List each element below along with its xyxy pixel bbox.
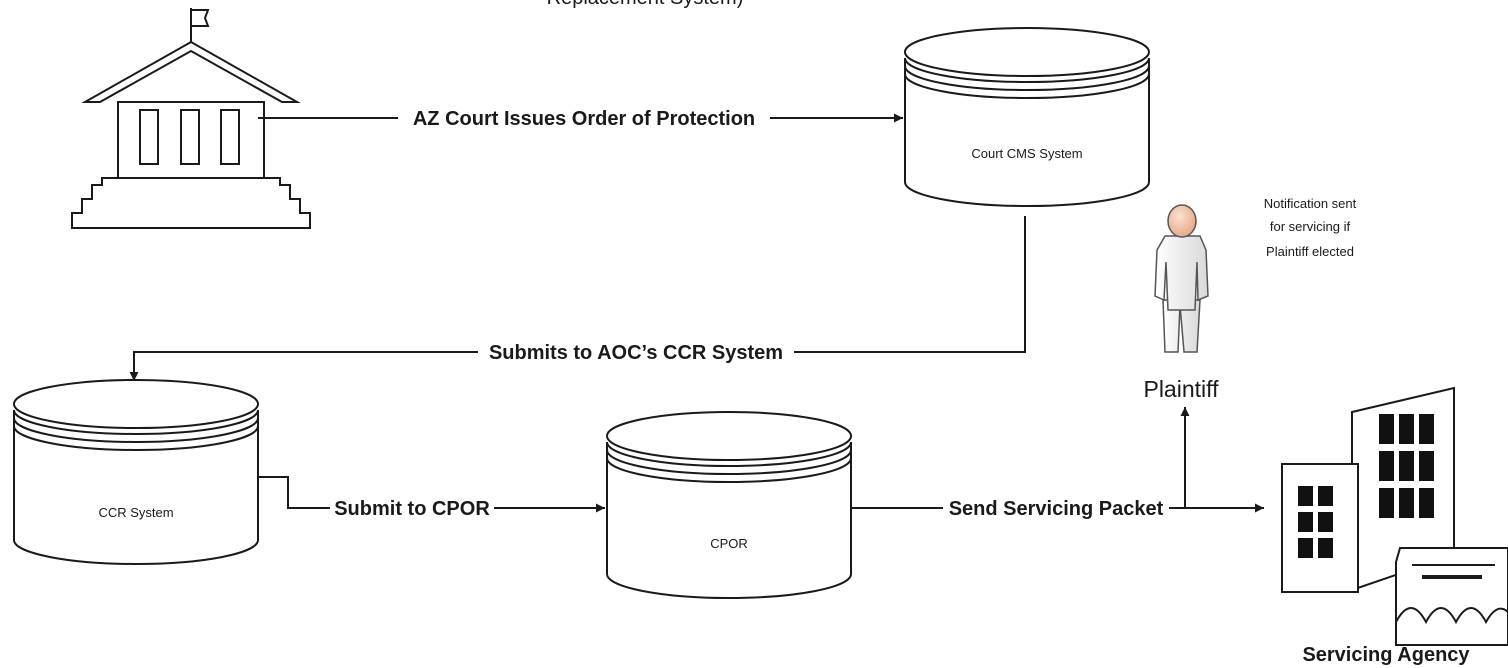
courthouse-icon	[71, 8, 311, 229]
court-cms-database	[904, 27, 1150, 207]
notification-line-1: Notification sent	[1264, 196, 1357, 211]
edge-label-submit-cpor: Submit to CPOR	[334, 498, 490, 520]
ccr-label: CCR System	[98, 505, 173, 520]
cpor-label: CPOR	[710, 536, 748, 551]
notification-note: Notification sent for servicing if Plain…	[1264, 196, 1357, 259]
servicing-agency-label: Servicing Agency	[1302, 644, 1470, 666]
notification-line-2: for servicing if	[1270, 219, 1351, 234]
person-icon	[1154, 204, 1209, 353]
ccr-database	[13, 379, 259, 565]
office-building-icon	[1281, 386, 1508, 646]
notification-line-3: Plaintiff elected	[1266, 244, 1354, 259]
cpor-database	[606, 411, 852, 599]
plaintiff-label: Plaintiff	[1143, 376, 1219, 402]
edge-label-submits-ccr: Submits to AOC’s CCR System	[489, 342, 783, 364]
edge-label-send-packet: Send Servicing Packet	[949, 498, 1164, 520]
diagram-title-fragment: Replacement System)	[547, 0, 744, 9]
edge-label-court-issues: AZ Court Issues Order of Protection	[413, 108, 755, 130]
court-cms-label: Court CMS System	[971, 146, 1082, 161]
